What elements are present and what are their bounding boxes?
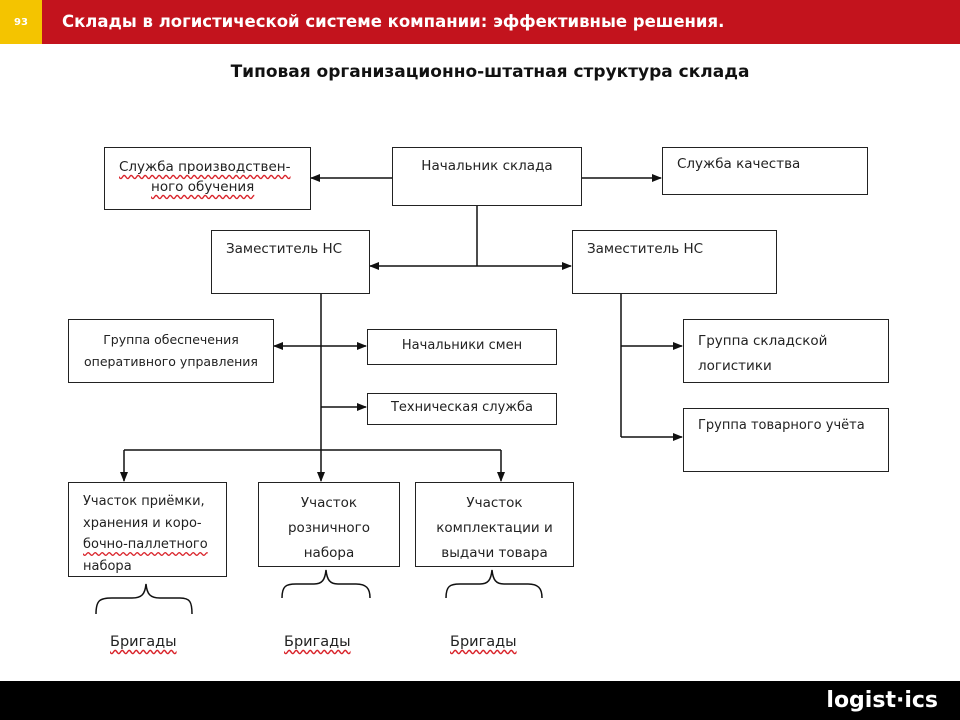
node-label-line: ного обучения — [151, 179, 255, 195]
node-warehouse-head: Начальник склада — [392, 147, 582, 206]
node-label-line: Участок — [466, 495, 523, 511]
logistics-logo: logist·ics — [826, 688, 938, 713]
node-retail-area: Участок розничного набора — [258, 482, 400, 567]
header-bar: 93 Склады в логистической системе компан… — [0, 0, 960, 44]
node-label: Заместитель НС — [226, 241, 343, 257]
node-label-line: Группа складской — [698, 333, 828, 349]
node-label-line: бочно-паллетного — [83, 537, 208, 552]
node-label: Группа товарного учёта — [698, 418, 865, 433]
node-deputy-left: Заместитель НС — [211, 230, 370, 294]
node-quality-service: Служба качества — [662, 147, 868, 195]
node-label: Техническая служба — [390, 400, 534, 415]
node-picking-area: Участок комплектации и выдачи товара — [415, 482, 574, 567]
node-label-line: Участок приёмки, — [83, 494, 205, 509]
node-label-line: хранения и коро- — [83, 515, 202, 531]
node-label-line: выдачи товара — [441, 545, 548, 561]
brigades-label: Бригады — [284, 634, 351, 650]
node-label-line: логистики — [698, 358, 772, 374]
node-shift-heads: Начальники смен — [367, 329, 557, 365]
node-label-line: Служба производствен- — [119, 159, 291, 175]
node-label-line: набора — [303, 545, 355, 561]
node-label: Начальники смен — [401, 338, 523, 353]
node-goods-accounting-group: Группа товарного учёта — [683, 408, 889, 472]
node-label: Заместитель НС — [587, 241, 704, 257]
node-receiving-area: Участок приёмки, хранения и коро- бочно-… — [68, 482, 227, 577]
footer-bar: logist·ics — [0, 681, 960, 720]
slide-title: Склады в логистической системе компании:… — [62, 12, 725, 31]
slide-number: 93 — [0, 0, 42, 44]
node-deputy-right: Заместитель НС — [572, 230, 777, 294]
node-ops-support-group: Группа обеспечения оперативного управлен… — [68, 319, 274, 383]
brigades-label: Бригады — [110, 634, 177, 650]
node-label-line: оперативного управления — [84, 354, 258, 369]
node-label: Служба качества — [677, 156, 801, 172]
node-training-service: Служба производствен- ного обучения — [104, 147, 311, 210]
node-technical-service: Техническая служба — [367, 393, 557, 425]
node-label-line: Участок — [300, 495, 358, 511]
node-label-line: розничного — [287, 520, 371, 536]
diagram-title: Типовая организационно-штатная структура… — [230, 62, 750, 82]
node-label-line: набора — [83, 558, 132, 574]
node-label-line: Группа обеспечения — [103, 332, 239, 347]
brigades-label: Бригады — [450, 634, 517, 650]
node-warehouse-logistics-group: Группа складской логистики — [683, 319, 889, 383]
node-label: Начальник склада — [421, 158, 553, 174]
node-label-line: комплектации и — [436, 520, 553, 536]
